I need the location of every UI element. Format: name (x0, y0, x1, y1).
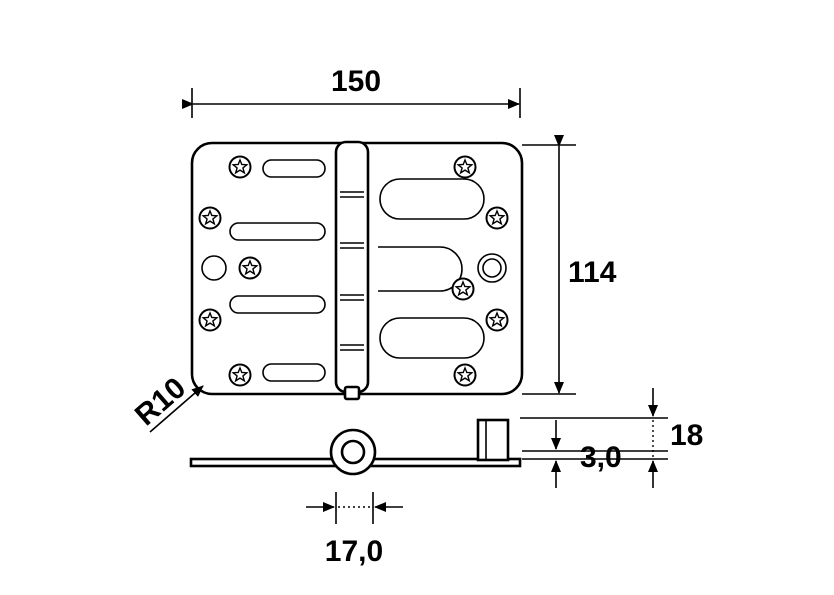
radius-label: R10 (129, 371, 192, 432)
width-label: 150 (331, 65, 381, 98)
knuckle-label: 17,0 (325, 535, 383, 568)
right-leaf-slots (378, 178, 485, 359)
right-round-hole (477, 253, 507, 283)
width-dimension: 150 (182, 65, 521, 118)
side-dimensions: 3,0 18 (520, 388, 703, 488)
left-round-hole (201, 255, 227, 281)
knuckle-dimension: 17,0 (306, 492, 403, 568)
hinge-side-view (189, 418, 522, 476)
hinge-knuckle (334, 140, 370, 401)
total-height-label: 18 (670, 419, 703, 452)
thickness-label: 3,0 (580, 441, 622, 474)
height-dimension: 114 (522, 135, 617, 395)
left-leaf-slots (229, 159, 326, 382)
hinge-plate (190, 140, 524, 401)
height-label: 114 (568, 256, 617, 289)
